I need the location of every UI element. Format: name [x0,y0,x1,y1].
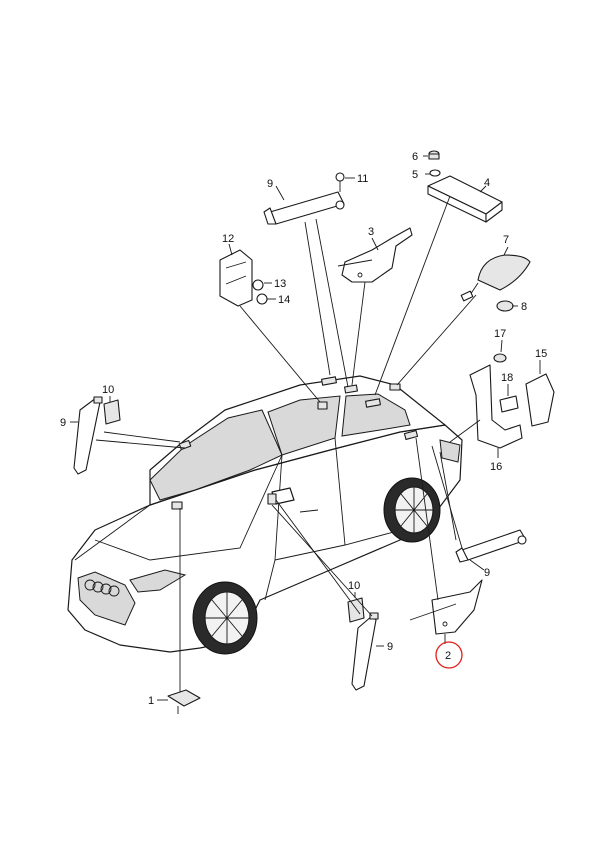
module-4 [427,175,503,223]
callout-9-bottom: 9 [387,641,393,653]
callout-9-top: 9 [267,178,273,190]
callout-3: 3 [368,226,374,238]
callout-14: 14 [278,294,290,306]
callout-11: 11 [357,173,368,185]
highlight-circle-part-2 [435,641,463,669]
leader-lines [70,155,541,701]
callout-5: 5 [412,169,418,181]
antenna-part-9-bottom [351,612,379,691]
antenna-part-9-right [455,529,527,563]
callout-2: 2 [445,650,451,662]
pad-10-left [103,399,121,425]
nut-8 [496,300,514,312]
sensor-1 [167,689,201,714]
clip-5-6 [428,150,441,177]
bracket-12 [219,249,268,307]
callout-18: 18 [501,372,513,384]
callout-7: 7 [503,234,509,246]
roof-antenna-7 [460,254,531,302]
rear-wheel [383,477,441,543]
callout-15: 15 [535,348,547,360]
screw-11 [335,172,345,192]
callout-1: 1 [148,695,154,707]
callout-12: 12 [222,233,234,245]
callout-10-left: 10 [102,384,114,396]
clip-17 [493,353,507,363]
antenna-part-9-left [73,396,103,475]
callout-4: 4 [484,177,490,189]
front-wheel [192,581,258,655]
callout-labels: 1 2 3 4 5 6 7 8 9 9 9 9 10 10 11 12 13 1… [60,151,547,707]
bracket-3 [337,227,413,283]
callout-8: 8 [521,301,527,313]
callout-9-left: 9 [60,417,66,429]
clip-18 [499,395,519,413]
callout-6: 6 [412,151,418,163]
callout-9-right: 9 [484,567,490,579]
audi-rings-icon [84,579,120,597]
callout-10-bottom: 10 [348,580,360,592]
bracket-15 [525,373,555,427]
bracket-16 [469,364,523,449]
bracket-2 [409,579,483,635]
callout-13: 13 [274,278,286,290]
callout-17: 17 [494,328,506,340]
callout-16: 16 [490,461,502,473]
antenna-part-9-top [263,191,345,225]
car-illustration [67,375,463,655]
